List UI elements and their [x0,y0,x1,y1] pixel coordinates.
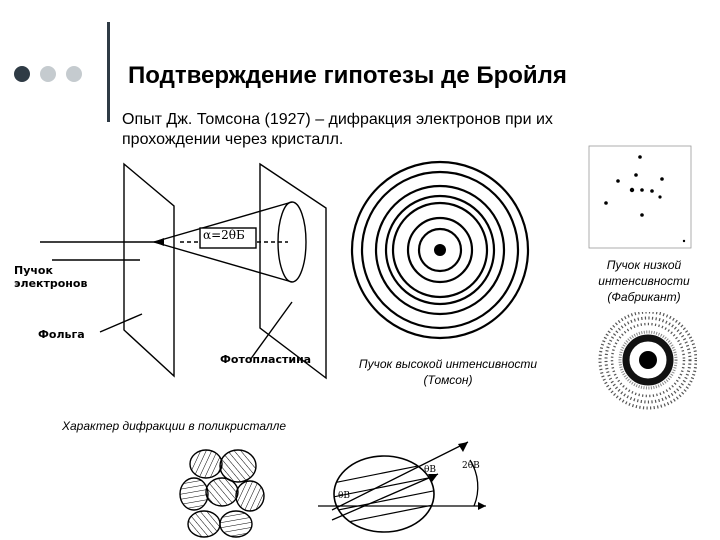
experiment-schematic [40,162,327,380]
photoplate-label: Фотопластина [220,353,312,366]
beam-label: Пучок электронов [14,264,87,290]
cone-upper [153,201,293,243]
two-theta-label: 2θB [462,461,480,471]
low-intensity-spots-pattern [588,145,692,249]
fabrikant-diffraction-photo [593,312,697,412]
slide-subtitle: Опыт Дж. Томсона (1927) – дифракция элек… [122,111,553,148]
beam-label-line1: Пучок [14,264,53,277]
high-intensity-caption-line1: Пучок высокой интенсивности [358,357,538,371]
dark-dot [14,66,30,82]
low-intensity-caption-line1: Пучок низкой [606,258,682,272]
arrow-icon [478,502,486,510]
photoplate-plane [259,162,327,380]
foil-label: Фольга [38,328,85,341]
slide-title: Подтверждение гипотезы де Бройля [128,62,567,89]
low-intensity-caption-line3: (Фабрикант) [607,290,681,304]
high-intensity-caption: Пучок высокой интенсивности (Томсон) [342,356,554,388]
light-dot [40,66,56,82]
low-intensity-caption-line2: интенсивности [598,274,690,288]
light-dot [66,66,82,82]
polycrystal-grains [179,449,265,538]
diffraction-ring [277,201,307,283]
bragg-reflection-diagram: θB θB 2θB [318,441,486,533]
theta-label-2: θB [338,491,350,501]
cone-lower [153,241,293,283]
beam-label-line2: электронов [14,277,88,290]
arrow-icon [428,474,438,482]
polycrystal-caption: Характер дифракции в поликристалле [62,419,287,433]
angle-label: α=2θБ [203,228,245,242]
thomson-rings-pattern [350,160,530,340]
arrow-icon [154,238,164,246]
high-intensity-caption-line2: (Томсон) [423,373,473,387]
theta-label-1: θB [424,465,436,475]
title-divider [107,22,110,122]
arrow-icon [458,442,468,452]
low-intensity-caption: Пучок низкой интенсивности (Фабрикант) [584,257,704,305]
foil-plane [123,162,175,378]
